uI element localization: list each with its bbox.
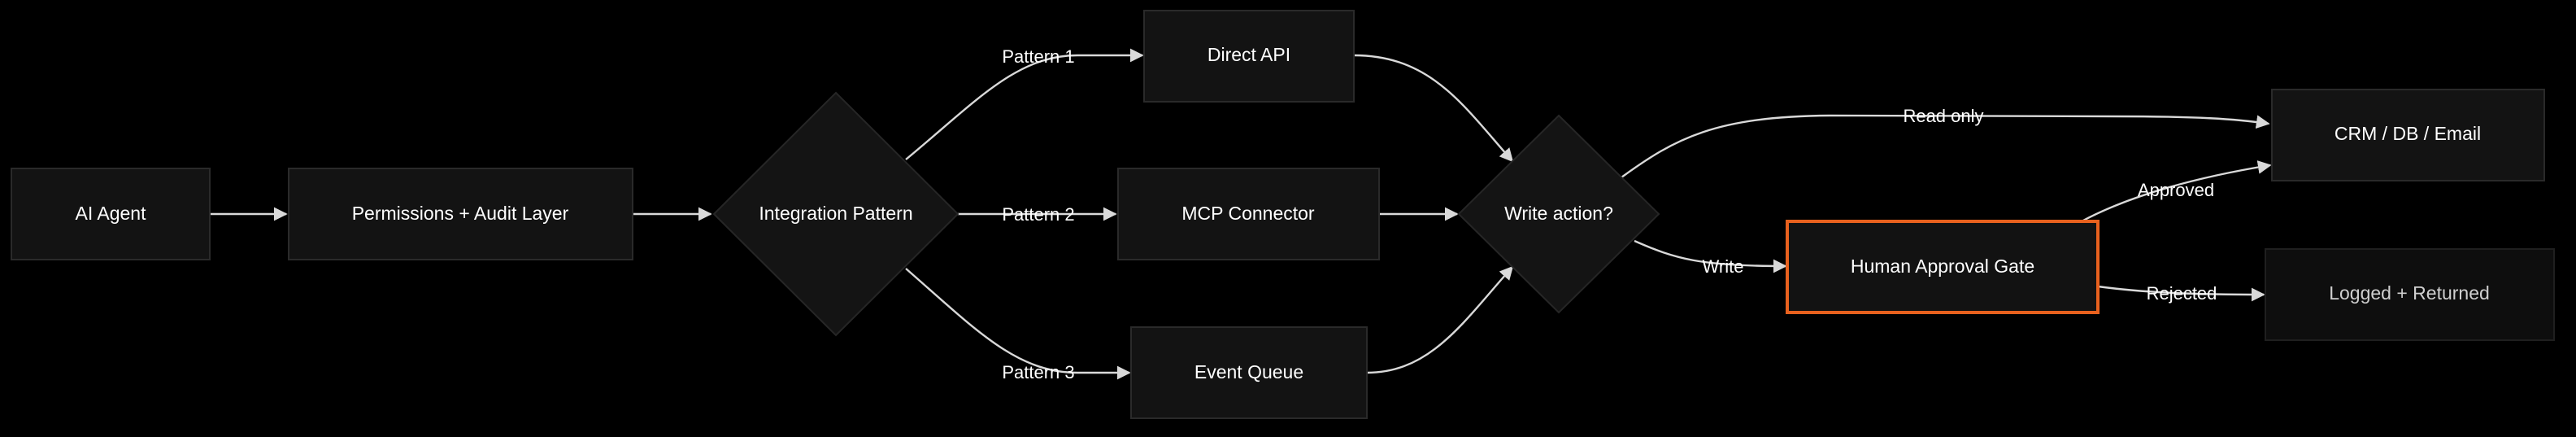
edge-label-pattern-1: Pattern 1 <box>1002 46 1074 67</box>
edge-label-pattern-2: Pattern 2 <box>1002 204 1074 225</box>
node-ai-agent[interactable]: AI Agent <box>11 168 211 260</box>
node-write-action-decision[interactable]: Write action? <box>1457 114 1660 314</box>
node-label-ai-agent: AI Agent <box>76 203 147 224</box>
node-label-permissions-audit: Permissions + Audit Layer <box>352 203 569 224</box>
node-human-approval-gate[interactable]: Human Approval Gate <box>1786 220 2100 314</box>
edge-label-approved: Approved <box>2138 180 2214 200</box>
edge-labels: Pattern 1 Pattern 2 Pattern 3 Read only … <box>1002 46 2217 382</box>
node-crm-db-email[interactable]: CRM / DB / Email <box>2271 89 2545 181</box>
edge-write-to-approval <box>1634 239 1787 273</box>
node-label-mcp-connector: MCP Connector <box>1181 203 1315 224</box>
node-label-human-approval-gate: Human Approval Gate <box>1851 256 2034 277</box>
edge-approval-to-crm <box>2081 160 2272 223</box>
edge-write-to-crm <box>1621 114 2270 178</box>
node-permissions-audit[interactable]: Permissions + Audit Layer <box>288 168 633 260</box>
edge-integration-to-event-queue <box>905 268 1131 380</box>
edge-label-rejected: Rejected <box>2147 283 2217 304</box>
node-label-integration-pattern: Integration Pattern <box>759 203 912 224</box>
node-label-direct-api: Direct API <box>1208 44 1290 65</box>
edge-label-pattern-3: Pattern 3 <box>1002 362 1074 382</box>
node-label-event-queue: Event Queue <box>1194 361 1303 382</box>
node-label-logged-returned: Logged + Returned <box>2329 282 2490 304</box>
node-direct-api[interactable]: Direct API <box>1143 10 1355 103</box>
edge-integration-to-direct-api <box>905 48 1144 160</box>
node-mcp-connector[interactable]: MCP Connector <box>1117 168 1380 260</box>
node-event-queue[interactable]: Event Queue <box>1130 326 1368 419</box>
edges <box>210 48 2272 380</box>
edge-event-queue-to-write <box>1366 265 1514 374</box>
edge-direct-api-to-write <box>1353 54 1514 163</box>
node-logged-returned[interactable]: Logged + Returned <box>2265 248 2555 341</box>
node-integration-pattern[interactable]: Integration Pattern <box>712 91 959 337</box>
node-label-write-action: Write action? <box>1504 203 1613 224</box>
edge-label-read-only: Read only <box>1903 106 1983 126</box>
edge-label-write: Write <box>1703 256 1744 277</box>
edge-approval-to-logged <box>2097 285 2265 302</box>
node-label-crm-db-email: CRM / DB / Email <box>2334 123 2481 144</box>
